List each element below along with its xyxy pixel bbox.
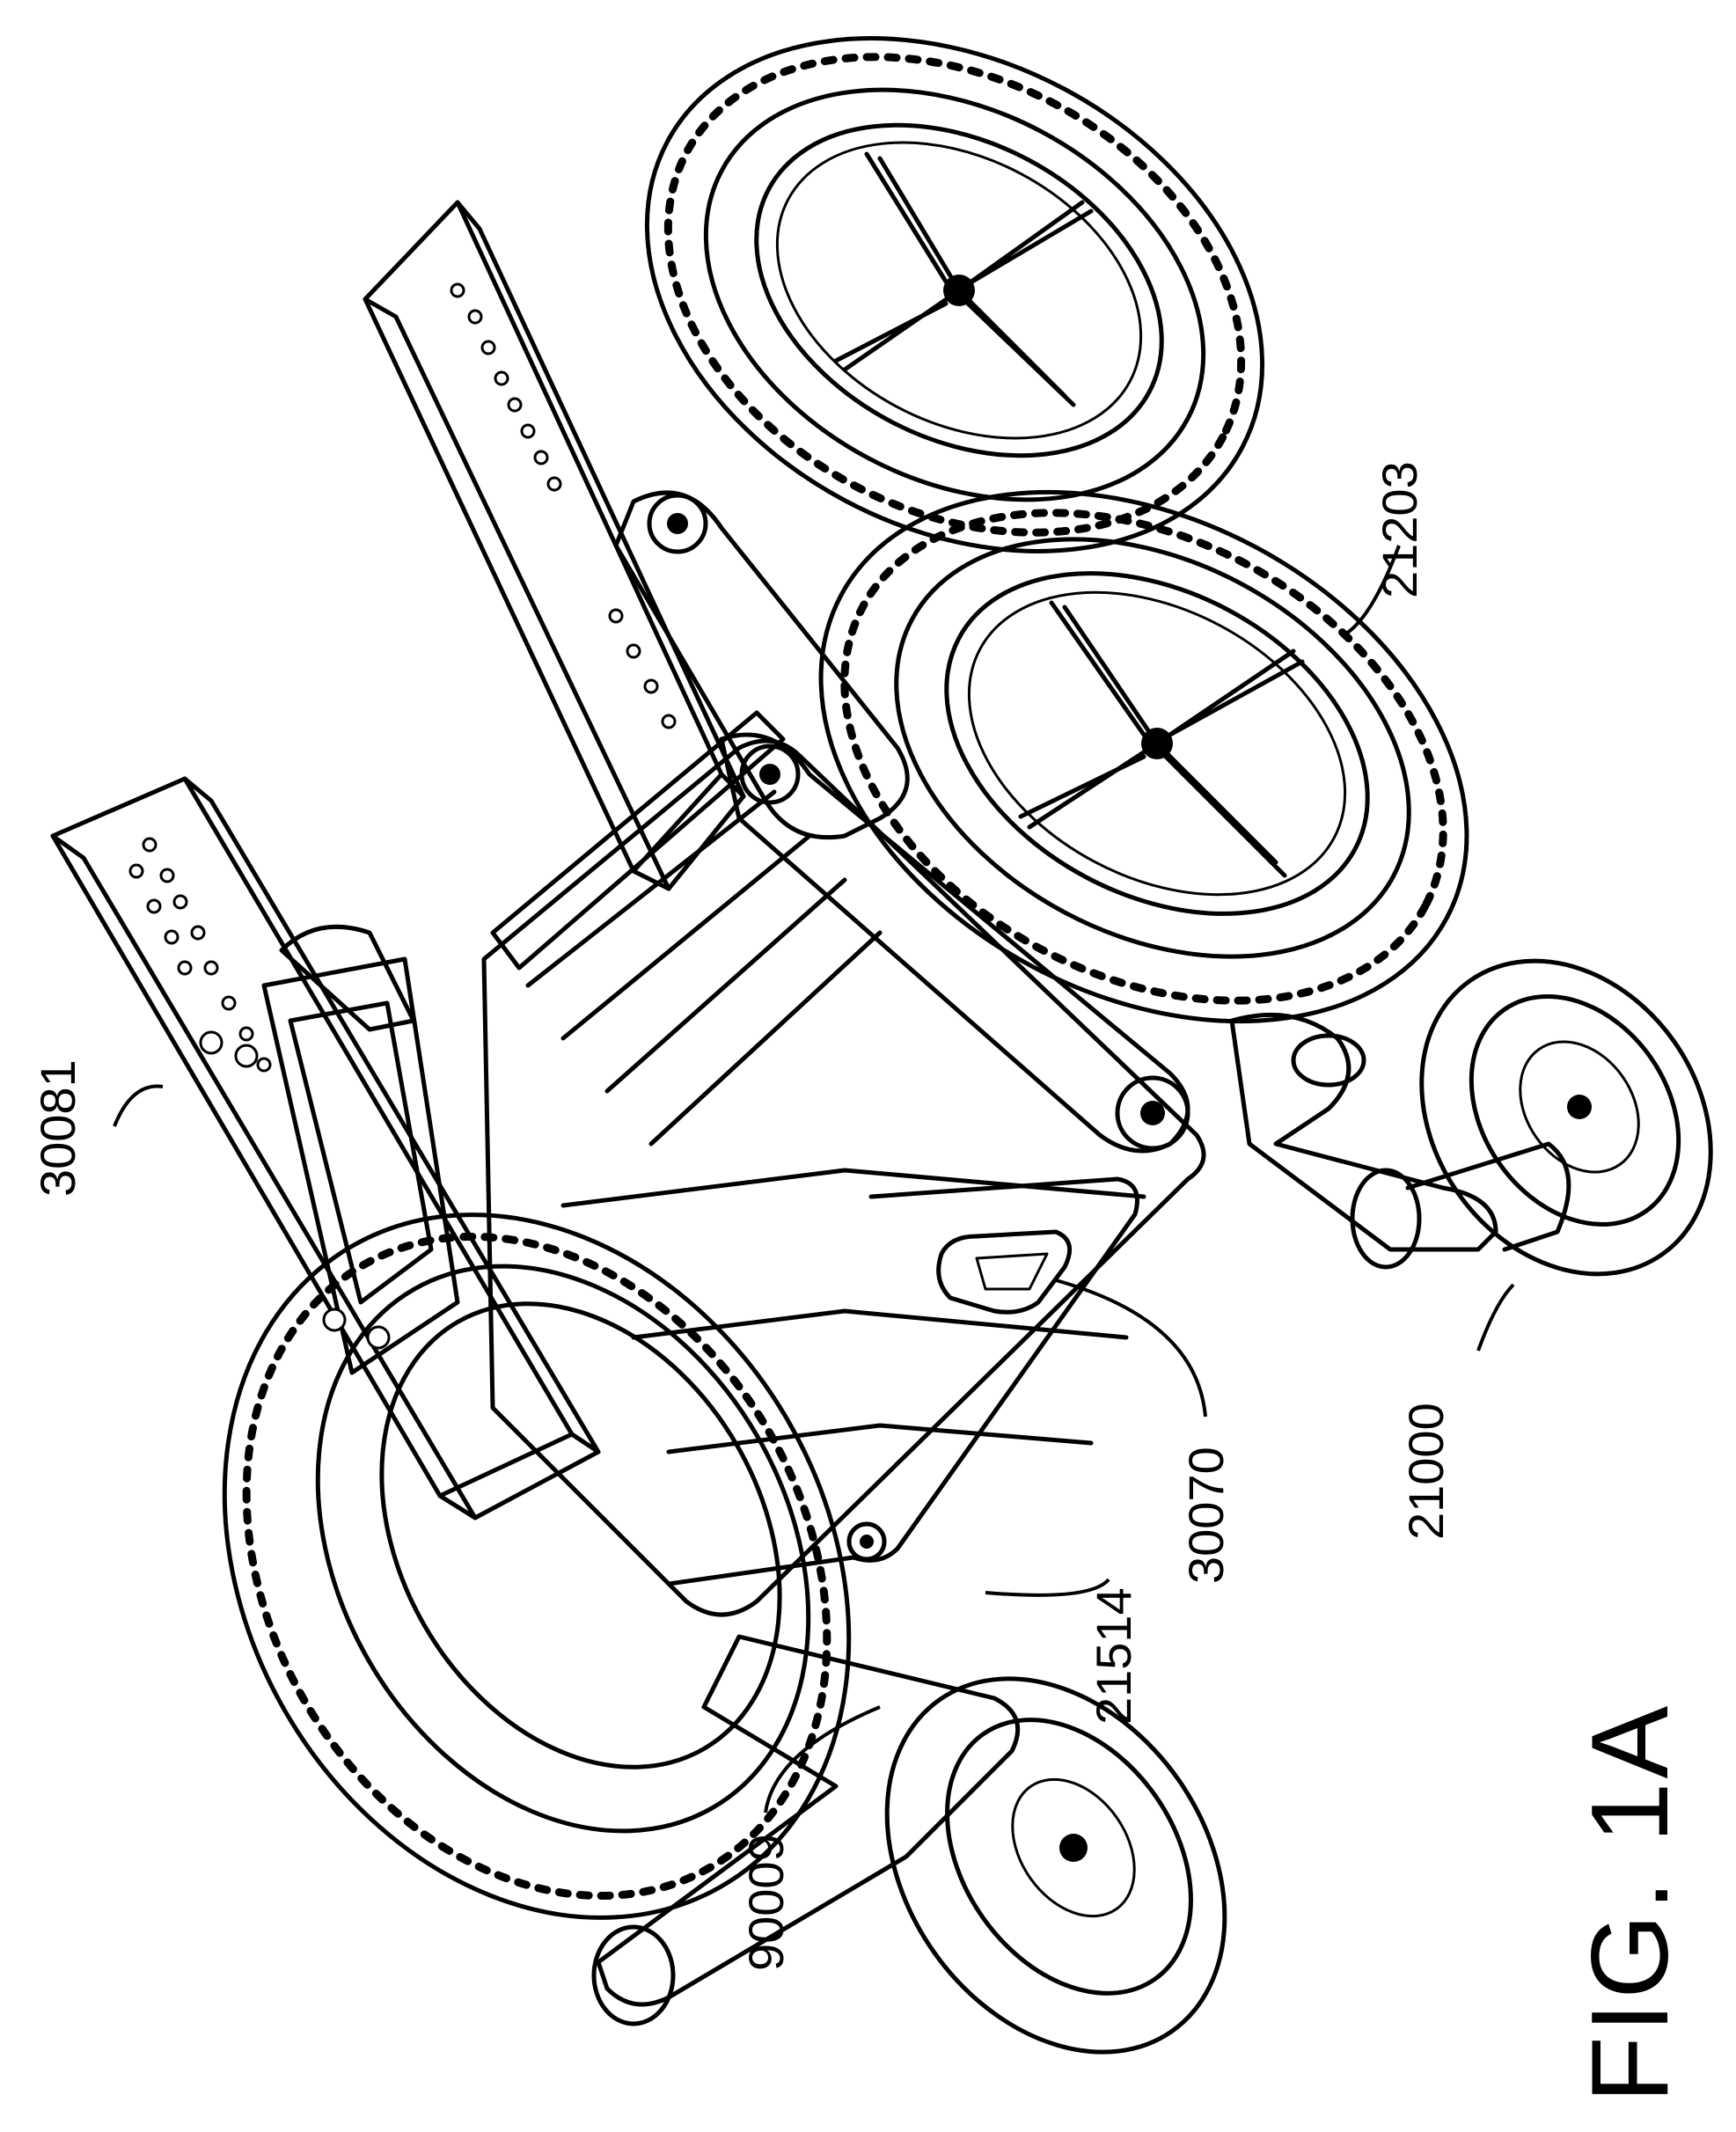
base-body	[484, 713, 1204, 1615]
leader-lines	[114, 546, 1513, 1813]
left-large-wheel	[100, 1101, 973, 2031]
front-panel	[849, 1232, 1070, 1559]
ref-30081: 30081	[30, 1059, 85, 1197]
front-right-wheel	[729, 386, 1558, 1128]
rear-right-wheel	[558, 0, 1351, 654]
left-caster-assembly	[594, 1614, 1294, 2117]
ref-21203: 21203	[1372, 461, 1427, 598]
ref-21514: 21514	[1086, 1587, 1141, 1725]
ref-21000: 21000	[1398, 1403, 1454, 1540]
right-caster-assembly	[1232, 905, 1736, 1330]
ref-30070: 30070	[1178, 1447, 1234, 1584]
figure-label: FIG. 1A	[1570, 1703, 1691, 2103]
ref-90009: 90009	[738, 1834, 794, 1971]
